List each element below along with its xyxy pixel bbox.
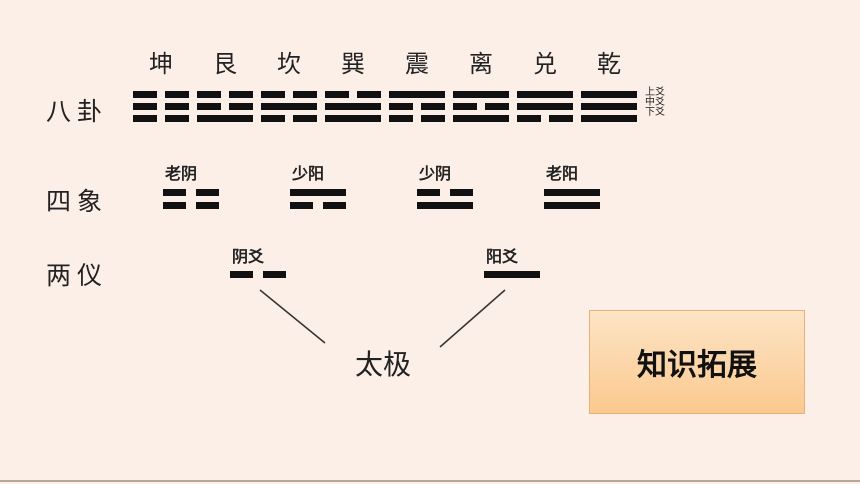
sixiang-1-line-1-yang: [290, 189, 346, 196]
trigram-7-line-2-yang: [581, 91, 637, 98]
trigram-4-line-1-yin-right: [421, 103, 445, 110]
sixiang-0-line-0-yin-right: [196, 202, 219, 209]
liangyi-1-line-yang: [484, 271, 540, 278]
trigram-3-line-1-yang: [325, 103, 381, 110]
trigram-2-line-1-yang: [261, 103, 317, 110]
line-name-top: 上爻: [645, 87, 665, 98]
trigram-name-2: 坎: [277, 50, 301, 78]
trigram-name-7: 乾: [597, 50, 621, 78]
sixiang-label-0: 老阴: [165, 164, 198, 183]
connector-right: [439, 289, 506, 348]
bottom-rule: [0, 480, 860, 482]
trigram-1-line-2-yin-right: [229, 91, 253, 98]
trigram-0-line-0-yin-right: [165, 115, 189, 122]
trigram-0-line-1-yin-left: [133, 103, 157, 110]
trigram-7-line-1-yang: [581, 103, 637, 110]
sixiang-1-line-0-yin-left: [290, 202, 313, 209]
trigram-name-6: 兑: [533, 50, 557, 78]
sixiang-label-3: 老阳: [546, 164, 579, 183]
trigram-6-line-2-yang: [517, 91, 573, 98]
trigram-5-line-2-yang: [453, 91, 509, 98]
row-label-bagua: 八卦: [46, 97, 109, 126]
trigram-1-line-2-yin-left: [197, 91, 221, 98]
trigram-3-line-2-yin-left: [325, 91, 349, 98]
trigram-0-line-0-yin-left: [133, 115, 157, 122]
trigram-0-line-2-yin-left: [133, 91, 157, 98]
liangyi-0-line-yin-left: [230, 271, 253, 278]
trigram-name-3: 巽: [341, 50, 365, 78]
trigram-2-line-0-yin-left: [261, 115, 285, 122]
trigram-7-line-0-yang: [581, 115, 637, 122]
trigram-4-line-0-yin-left: [389, 115, 413, 122]
sixiang-0-line-0-yin-left: [163, 202, 186, 209]
trigram-5-line-0-yang: [453, 115, 509, 122]
sixiang-2-line-0-yang: [417, 202, 473, 209]
taiji-label: 太极: [355, 348, 412, 381]
row-label-liangyi: 两仪: [46, 261, 109, 290]
trigram-5-line-1-yin-right: [485, 103, 509, 110]
connector-left: [259, 289, 326, 344]
sixiang-3-line-0-yang: [544, 202, 600, 209]
sixiang-label-2: 少阴: [419, 164, 452, 183]
trigram-5-line-1-yin-left: [453, 103, 477, 110]
trigram-6-line-0-yin-left: [517, 115, 541, 122]
line-name-middle: 中爻: [645, 97, 665, 108]
line-names: 上爻 中爻 下爻: [645, 88, 683, 118]
trigram-1-line-1-yin-left: [197, 103, 221, 110]
trigram-name-1: 艮: [213, 50, 237, 78]
sixiang-label-1: 少阳: [292, 164, 325, 183]
liangyi-label-1: 阳爻: [486, 247, 519, 266]
trigram-2-line-0-yin-right: [293, 115, 317, 122]
trigram-4-line-0-yin-right: [421, 115, 445, 122]
trigram-4-line-2-yang: [389, 91, 445, 98]
trigram-name-5: 离: [469, 50, 493, 78]
trigram-3-line-0-yang: [325, 115, 381, 122]
trigram-name-0: 坤: [149, 50, 173, 78]
trigram-1-line-0-yang: [197, 115, 253, 122]
sixiang-0-line-1-yin-left: [163, 189, 186, 196]
sixiang-3-line-1-yang: [544, 189, 600, 196]
trigram-0-line-2-yin-right: [165, 91, 189, 98]
trigram-2-line-2-yin-right: [293, 91, 317, 98]
line-name-bottom: 下爻: [645, 107, 665, 118]
row-label-sixiang: 四象: [46, 187, 109, 216]
trigram-6-line-0-yin-right: [549, 115, 573, 122]
trigram-2-line-2-yin-left: [261, 91, 285, 98]
liangyi-0-line-yin-right: [263, 271, 286, 278]
trigram-4-line-1-yin-left: [389, 103, 413, 110]
trigram-name-4: 震: [405, 50, 429, 78]
sixiang-0-line-1-yin-right: [196, 189, 219, 196]
trigram-3-line-2-yin-right: [357, 91, 381, 98]
sixiang-2-line-1-yin-left: [417, 189, 440, 196]
sixiang-2-line-1-yin-right: [450, 189, 473, 196]
trigram-6-line-1-yang: [517, 103, 573, 110]
knowledge-extension-box[interactable]: 知识拓展: [589, 310, 805, 414]
sixiang-1-line-0-yin-right: [323, 202, 346, 209]
liangyi-label-0: 阴爻: [232, 247, 265, 266]
trigram-0-line-1-yin-right: [165, 103, 189, 110]
trigram-1-line-1-yin-right: [229, 103, 253, 110]
